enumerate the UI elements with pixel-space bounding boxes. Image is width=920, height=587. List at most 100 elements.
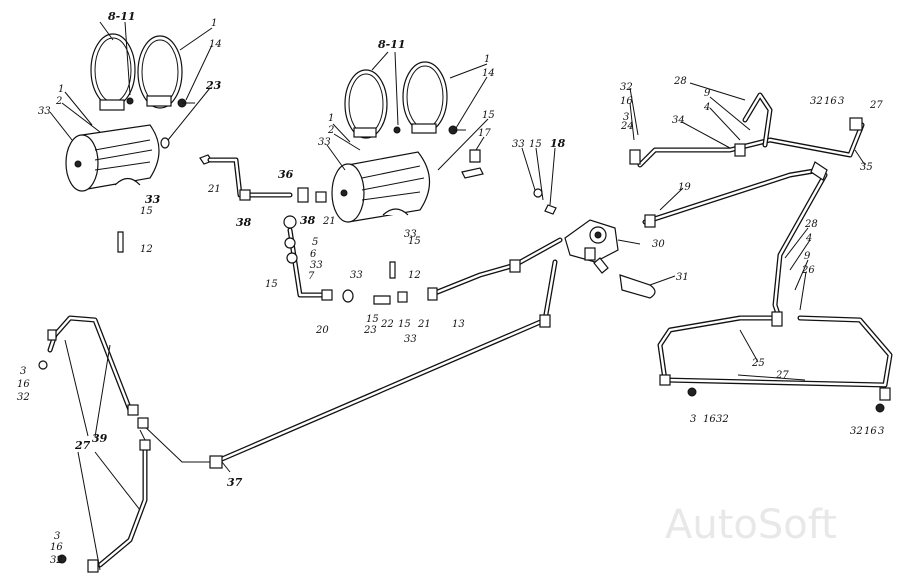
label-15: 15 <box>482 110 495 121</box>
label-20: 20 <box>315 325 329 336</box>
label-33: 33 <box>404 334 417 345</box>
label-38: 38 <box>300 214 316 227</box>
label-32: 32 <box>850 426 863 437</box>
label-21: 21 <box>207 184 221 195</box>
clamp-bracket <box>99 99 125 111</box>
label-27: 27 <box>74 439 91 452</box>
label-34: 34 <box>672 115 685 126</box>
label-6: 6 <box>310 249 317 260</box>
label-1: 1 <box>211 18 217 29</box>
label-16: 16 <box>864 426 877 437</box>
label-15: 15 <box>398 319 411 330</box>
drain-valve <box>114 177 141 186</box>
label-24: 24 <box>620 121 634 132</box>
label-16: 16 <box>620 96 633 107</box>
label-16: 16 <box>703 414 716 425</box>
label-14: 14 <box>209 39 222 50</box>
label-33: 33 <box>350 270 363 281</box>
clamp-bracket <box>146 95 172 107</box>
label-3: 3 <box>20 366 26 377</box>
label-33: 33 <box>310 260 323 271</box>
label-15: 15 <box>529 139 542 150</box>
label-19: 19 <box>678 182 691 193</box>
label-8-11: 8-11 <box>378 38 406 51</box>
label-12: 12 <box>140 244 153 255</box>
label-30: 30 <box>652 239 665 250</box>
receiver-tank <box>81 124 160 191</box>
label-35: 35 <box>860 162 873 173</box>
label-23: 23 <box>363 325 377 336</box>
label-9: 9 <box>804 251 811 262</box>
label-18: 18 <box>550 137 566 150</box>
label-25: 25 <box>751 358 765 369</box>
seal-ring <box>160 137 170 149</box>
label-16: 16 <box>50 542 63 553</box>
label-27: 27 <box>869 100 883 111</box>
clamp-ring <box>137 35 183 109</box>
label-5: 5 <box>312 237 318 248</box>
label-3: 3 <box>838 96 844 107</box>
label-16: 16 <box>17 379 30 390</box>
label-32: 32 <box>620 82 633 93</box>
label-15: 15 <box>408 236 421 247</box>
label-33: 33 <box>38 106 51 117</box>
label-9: 9 <box>704 88 711 99</box>
label-17: 17 <box>478 128 491 139</box>
label-23: 23 <box>205 79 222 92</box>
label-32: 32 <box>50 555 63 566</box>
label-26: 26 <box>801 265 815 276</box>
valve-assembly <box>564 219 656 299</box>
label-8-11: 8-11 <box>108 10 136 23</box>
label-1: 1 <box>58 84 64 95</box>
label-7: 7 <box>308 271 315 282</box>
label-32: 32 <box>810 96 823 107</box>
receiver-end-cap <box>65 134 99 192</box>
label-33: 33 <box>404 229 417 240</box>
label-2: 2 <box>327 125 334 136</box>
label-31: 31 <box>676 272 689 283</box>
label-38: 38 <box>236 216 252 229</box>
label-4: 4 <box>805 233 812 244</box>
washer-icon <box>126 97 134 105</box>
label-21: 21 <box>322 216 336 227</box>
label-22: 22 <box>380 319 394 330</box>
fittings <box>38 117 891 573</box>
label-28: 28 <box>673 76 687 87</box>
label-32: 32 <box>17 392 30 403</box>
label-32: 32 <box>716 414 729 425</box>
label-3: 3 <box>878 426 884 437</box>
label-15: 15 <box>366 314 379 325</box>
leader-lines <box>49 21 866 571</box>
label-37: 37 <box>227 476 243 489</box>
receiver-tank <box>347 151 431 223</box>
label-39: 39 <box>92 432 108 445</box>
label-15: 15 <box>265 279 278 290</box>
label-13: 13 <box>452 319 465 330</box>
tee-fitting <box>461 167 484 179</box>
drain-tap <box>117 231 124 253</box>
receiver-left <box>65 33 213 253</box>
label-3: 3 <box>690 414 696 425</box>
label-15: 15 <box>140 206 153 217</box>
label-28: 28 <box>804 219 818 230</box>
label-3: 3 <box>623 112 629 123</box>
label-4: 4 <box>703 102 710 113</box>
label-14: 14 <box>482 68 495 79</box>
label-36: 36 <box>278 168 294 181</box>
pipe-network <box>47 92 893 568</box>
label-33: 33 <box>318 137 331 148</box>
callout-labels: 8-11 1 14 23 1 2 33 33 15 12 21 36 38 38… <box>17 10 884 566</box>
label-2: 2 <box>55 96 62 107</box>
label-16: 16 <box>824 96 837 107</box>
receiver-middle <box>331 61 484 279</box>
label-33: 33 <box>145 193 161 206</box>
label-33: 33 <box>512 139 525 150</box>
label-27: 27 <box>775 370 789 381</box>
label-1: 1 <box>484 54 490 65</box>
label-12: 12 <box>408 270 421 281</box>
watermark-text: AutoSoft <box>665 502 837 548</box>
label-21: 21 <box>417 319 431 330</box>
valve-part-31 <box>619 274 656 299</box>
label-3: 3 <box>54 531 60 542</box>
